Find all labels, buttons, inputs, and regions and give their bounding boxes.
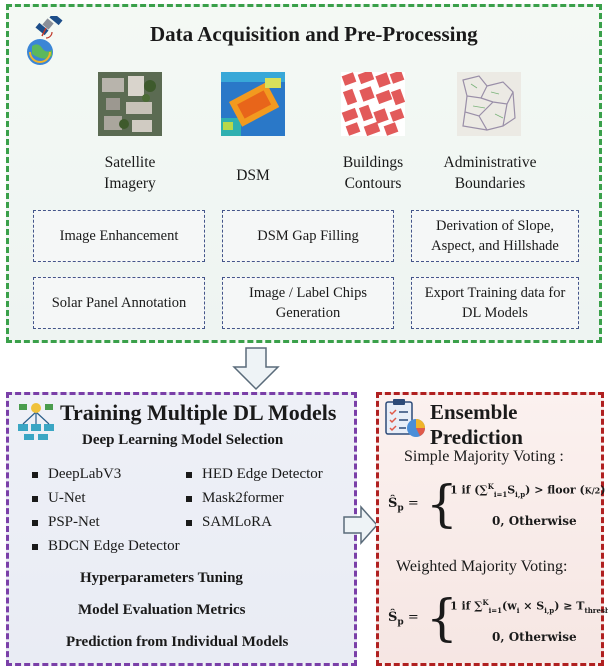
model-item: U-Net [32,490,86,507]
step-export-training: Export Training data for DL Models [411,277,579,329]
brace-icon: { [426,589,458,647]
formula-text: ) > floor ( [525,483,585,497]
source-label-line: Imagery [104,175,156,192]
brace-icon: { [426,475,458,533]
simple-voting-formula: Ŝp = { 1 if (∑Ki=1Si,p) > floor (K/2) 0,… [388,474,606,538]
formula-text: 1 if (∑ [450,483,488,497]
formula-text: 1 if ∑ [450,599,483,613]
satellite-imagery-image [98,72,162,136]
bullet-icon [186,471,192,478]
formula-text: S [507,483,516,497]
weighted-voting-formula: Ŝp = { 1 if ∑Ki=1(wi × Si,p) ≥ Tthreshol… [388,588,608,652]
satellite-icon [27,16,63,65]
step-derivation: Derivation of Slope, Aspect, and Hillsha… [411,210,579,262]
model-label: SAMLoRA [202,514,273,530]
bullet-icon [32,495,38,502]
source-label-line: Administrative [443,154,537,171]
model-item: SAMLoRA [186,514,272,531]
training-title: Training Multiple DL Models [60,400,337,425]
model-item: DeepLabV3 [32,466,121,483]
bullet-icon [186,495,192,502]
formula-sub: p [397,617,404,628]
buildings-contours-image [341,72,405,136]
simple-voting-label: Simple Majority Voting : [404,448,564,465]
formula-sub: threshold [584,605,608,615]
source-label-satellite: Satellite Imagery [80,152,180,194]
dsm-image [221,72,285,136]
source-label-dsm: DSM [203,165,303,186]
simple-case-2: 0, Otherwise [492,514,577,528]
model-selection-heading: Deep Learning Model Selection [82,432,284,448]
step-dsm-gap-filling: DSM Gap Filling [222,210,394,262]
formula-text: (w [502,599,517,613]
acquisition-title: Data Acquisition and Pre-Processing [150,22,478,46]
formula-sub: p [397,503,404,514]
model-item: PSP-Net [32,514,100,531]
administrative-boundaries-image [457,72,521,136]
formula-s-hat: Ŝ [388,610,398,625]
model-label: PSP-Net [48,514,100,530]
training-panel [6,392,357,666]
simple-case-1: 1 if (∑Ki=1Si,p) > floor (K/2) [450,482,606,499]
bullet-icon [186,519,192,526]
formula-lhs: Ŝp = [388,496,419,514]
weighted-case-1: 1 if ∑Ki=1(wi × Si,p) ≥ Tthreshold [450,598,608,615]
bullet-icon [32,519,38,526]
bullet-icon [32,543,38,550]
ensemble-title: Ensemble Prediction [430,400,523,449]
model-item: Mask2former [186,490,284,507]
source-label-line: Boundaries [454,175,526,192]
formula-text: × S [519,599,545,613]
down-arrow-icon [232,347,280,391]
hyperparameters-label: Hyperparameters Tuning [80,570,243,586]
source-label-line: DSM [236,167,270,184]
bullet-icon [32,471,38,478]
source-label-buildings: Buildings Contours [323,152,423,194]
model-label: Mask2former [202,490,284,506]
right-arrow-icon [343,505,379,545]
formula-s-hat: Ŝ [388,496,398,511]
ensemble-panel [376,392,604,666]
checklist-chart-icon [385,399,425,437]
step-solar-panel-annotation: Solar Panel Annotation [33,277,205,329]
source-label-line: Satellite [104,154,156,171]
model-label: BDCN Edge Detector [48,538,180,554]
model-label: HED Edge Detector [202,466,323,482]
training-network-icon [18,403,54,440]
weighted-voting-label: Weighted Majority Voting: [396,558,568,575]
model-label: DeepLabV3 [48,466,122,482]
source-label-line: Buildings [342,154,404,171]
model-item: BDCN Edge Detector [32,538,180,555]
model-label: U-Net [48,490,86,506]
step-chips-generation: Image / Label Chips Generation [222,277,394,329]
formula-text: ) [600,483,606,497]
source-label-line: Contours [344,175,402,192]
evaluation-label: Model Evaluation Metrics [78,602,246,618]
model-item: HED Edge Detector [186,466,323,483]
source-label-boundaries: Administrative Boundaries [430,152,550,194]
formula-lhs: Ŝp = [388,610,419,628]
formula-text: ) ≥ T [554,599,585,613]
formula-text: K/2 [584,485,601,496]
prediction-label: Prediction from Individual Models [66,634,289,650]
weighted-case-2: 0, Otherwise [492,630,577,644]
step-image-enhancement: Image Enhancement [33,210,205,262]
